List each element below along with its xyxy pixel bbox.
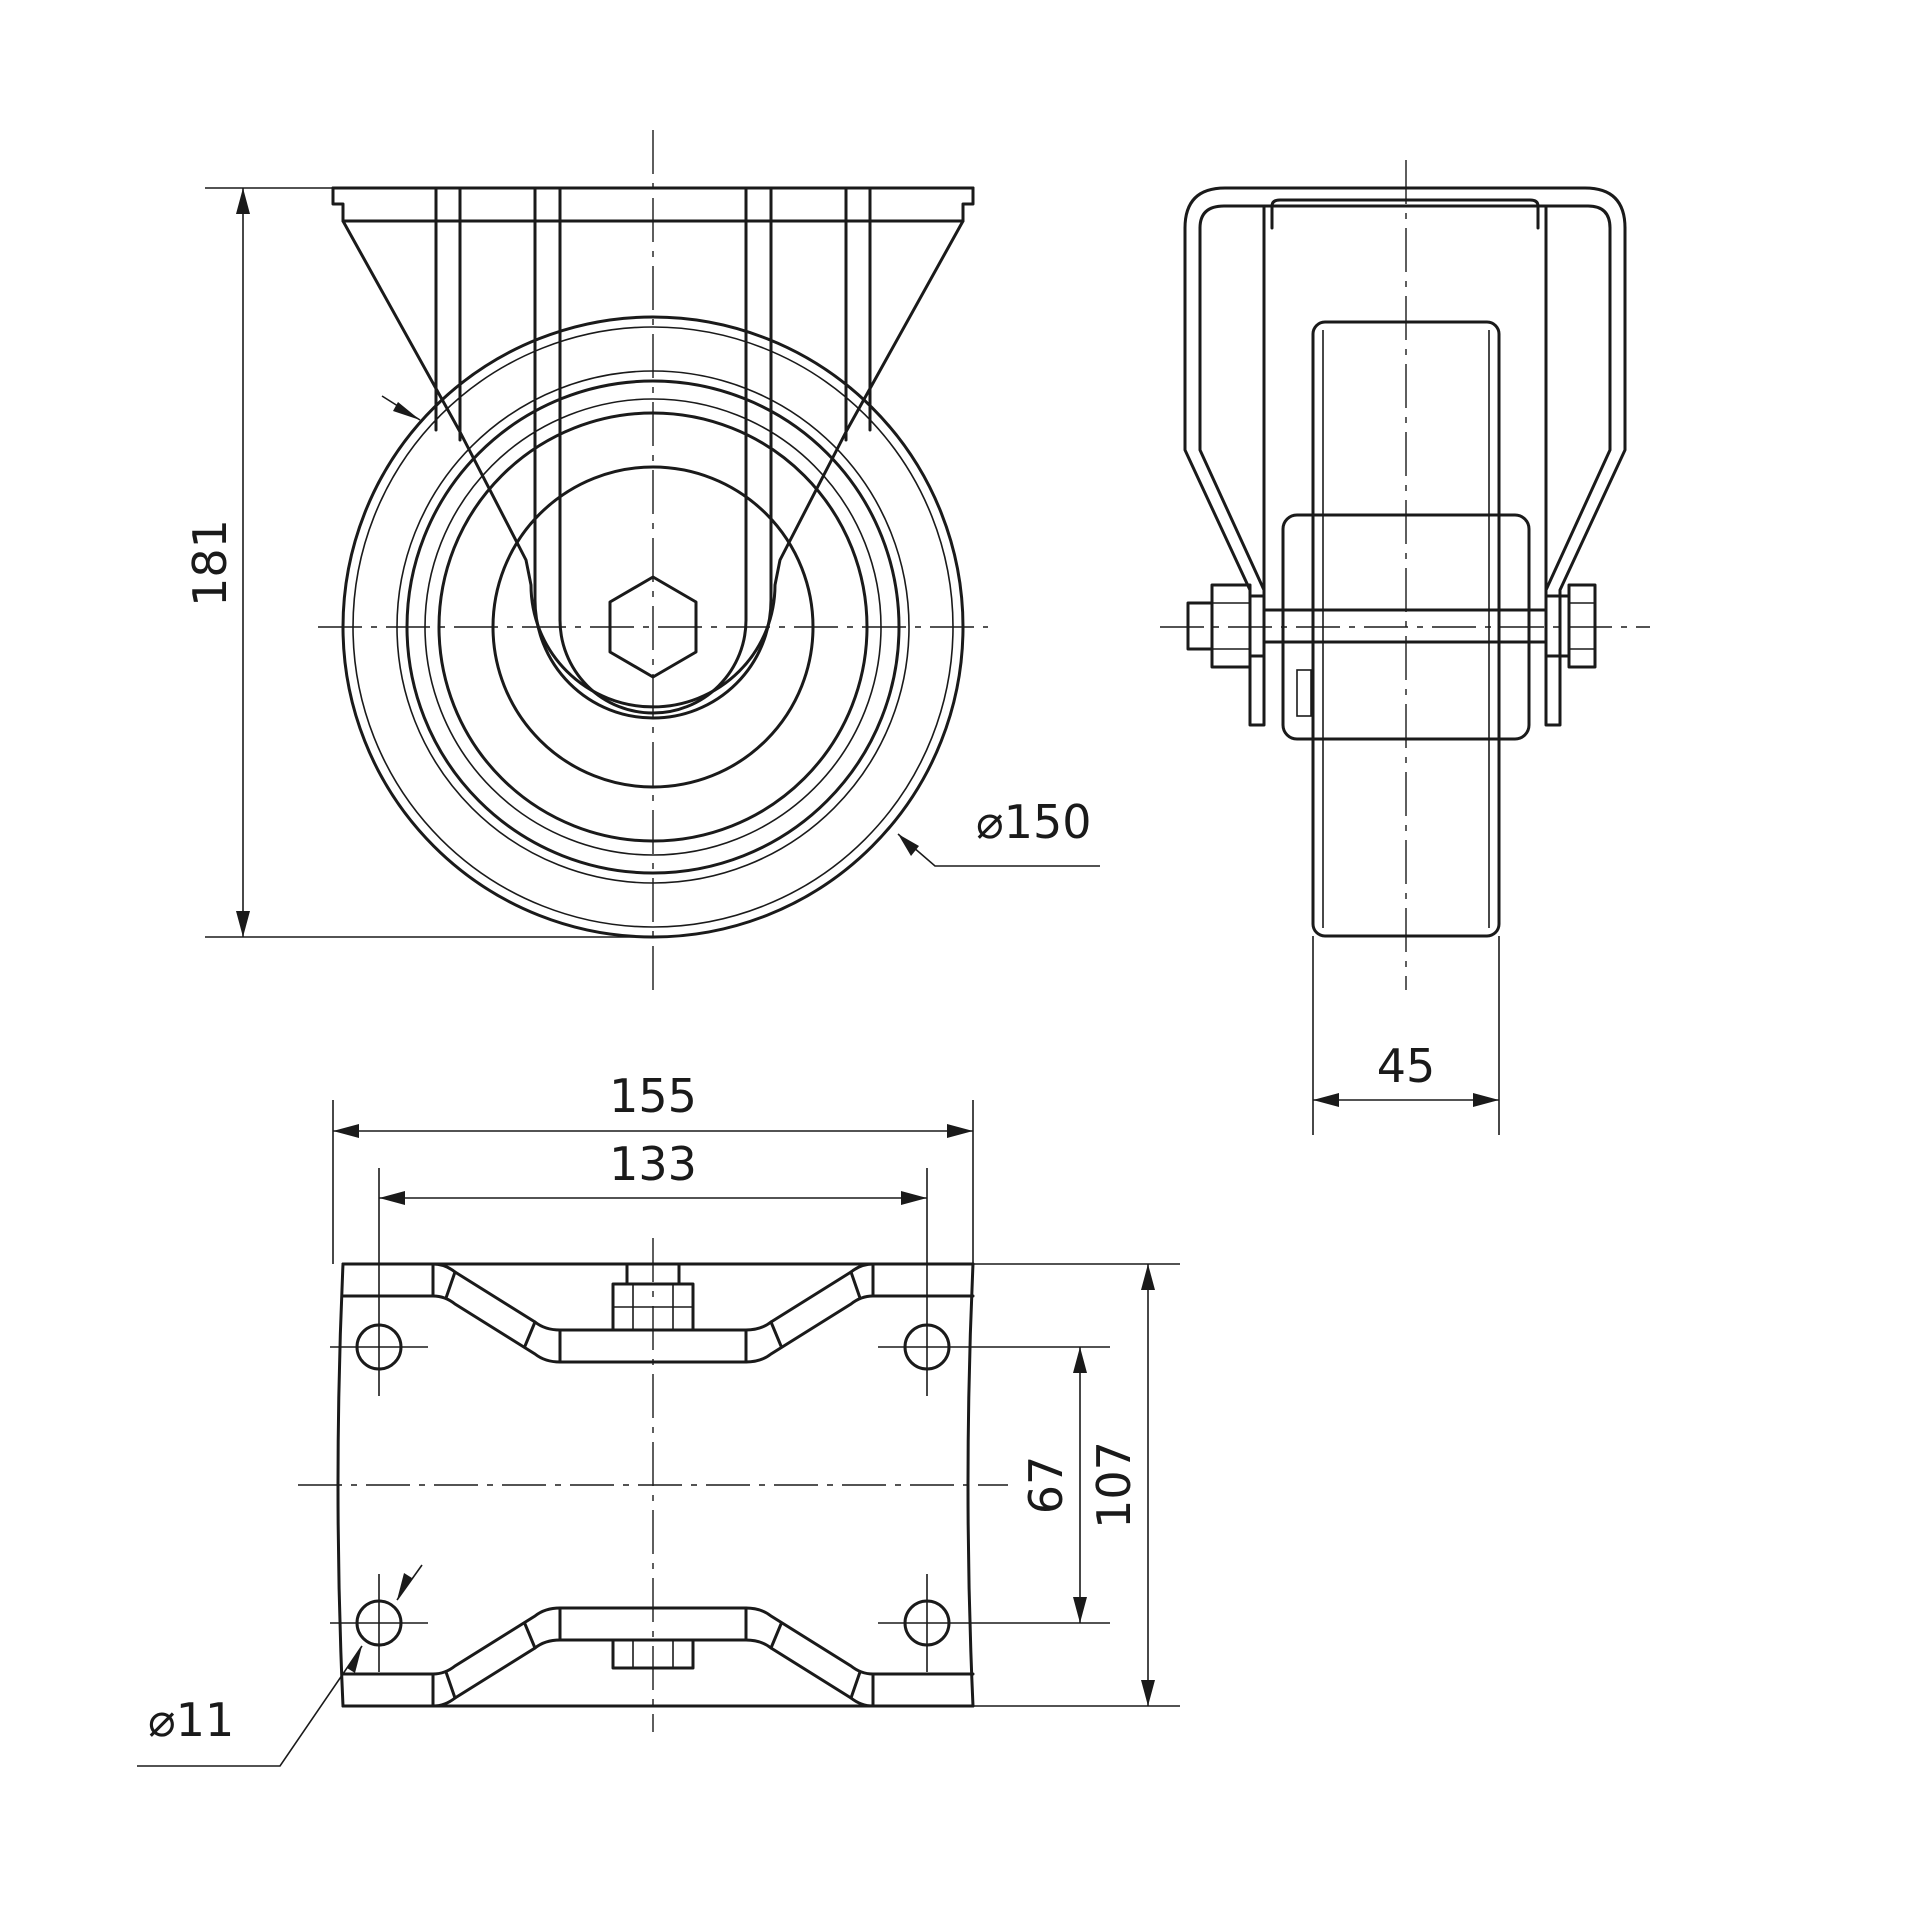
dim-hole-spacing-short: 67 (1019, 1347, 1087, 1623)
dim-wheel-width-label: 45 (1377, 1039, 1436, 1093)
dim-hole-spacing-short-label: 67 (1019, 1456, 1073, 1515)
dim-wheel-diameter-label: ⌀150 (976, 795, 1092, 849)
side-top-plate (1183, 186, 1627, 230)
top-view: 155 133 67 107 (137, 1069, 1180, 1767)
dim-wheel-diameter: ⌀150 (897, 795, 1100, 867)
dim-hole-diameter: ⌀11 (137, 1564, 423, 1767)
side-axle-nut (1567, 583, 1597, 669)
side-fork-right-leg (1544, 226, 1627, 727)
side-fork-left-leg (1183, 226, 1266, 727)
front-view: 181 ⌀150 (183, 130, 1100, 990)
dim-hole-diameter-label: ⌀11 (148, 1693, 234, 1747)
mounting-holes (330, 1298, 1110, 1672)
dim-hole-spacing-long-label: 133 (609, 1137, 697, 1191)
dim-height-label: 181 (183, 519, 237, 607)
dim-hole-spacing-long: 133 (378, 1137, 928, 1298)
side-view: 45 (1160, 160, 1650, 1135)
dim-wheel-width: 45 (1312, 936, 1500, 1135)
dim-plate-length: 155 (332, 1069, 974, 1264)
dim-plate-width-label: 107 (1087, 1441, 1141, 1529)
dim-height: 181 (183, 187, 653, 938)
dim-plate-width: 107 (973, 1263, 1180, 1707)
dim-rim-leader (381, 395, 421, 421)
side-axle-bolt-head (1186, 601, 1214, 651)
dim-plate-length-label: 155 (609, 1069, 697, 1123)
